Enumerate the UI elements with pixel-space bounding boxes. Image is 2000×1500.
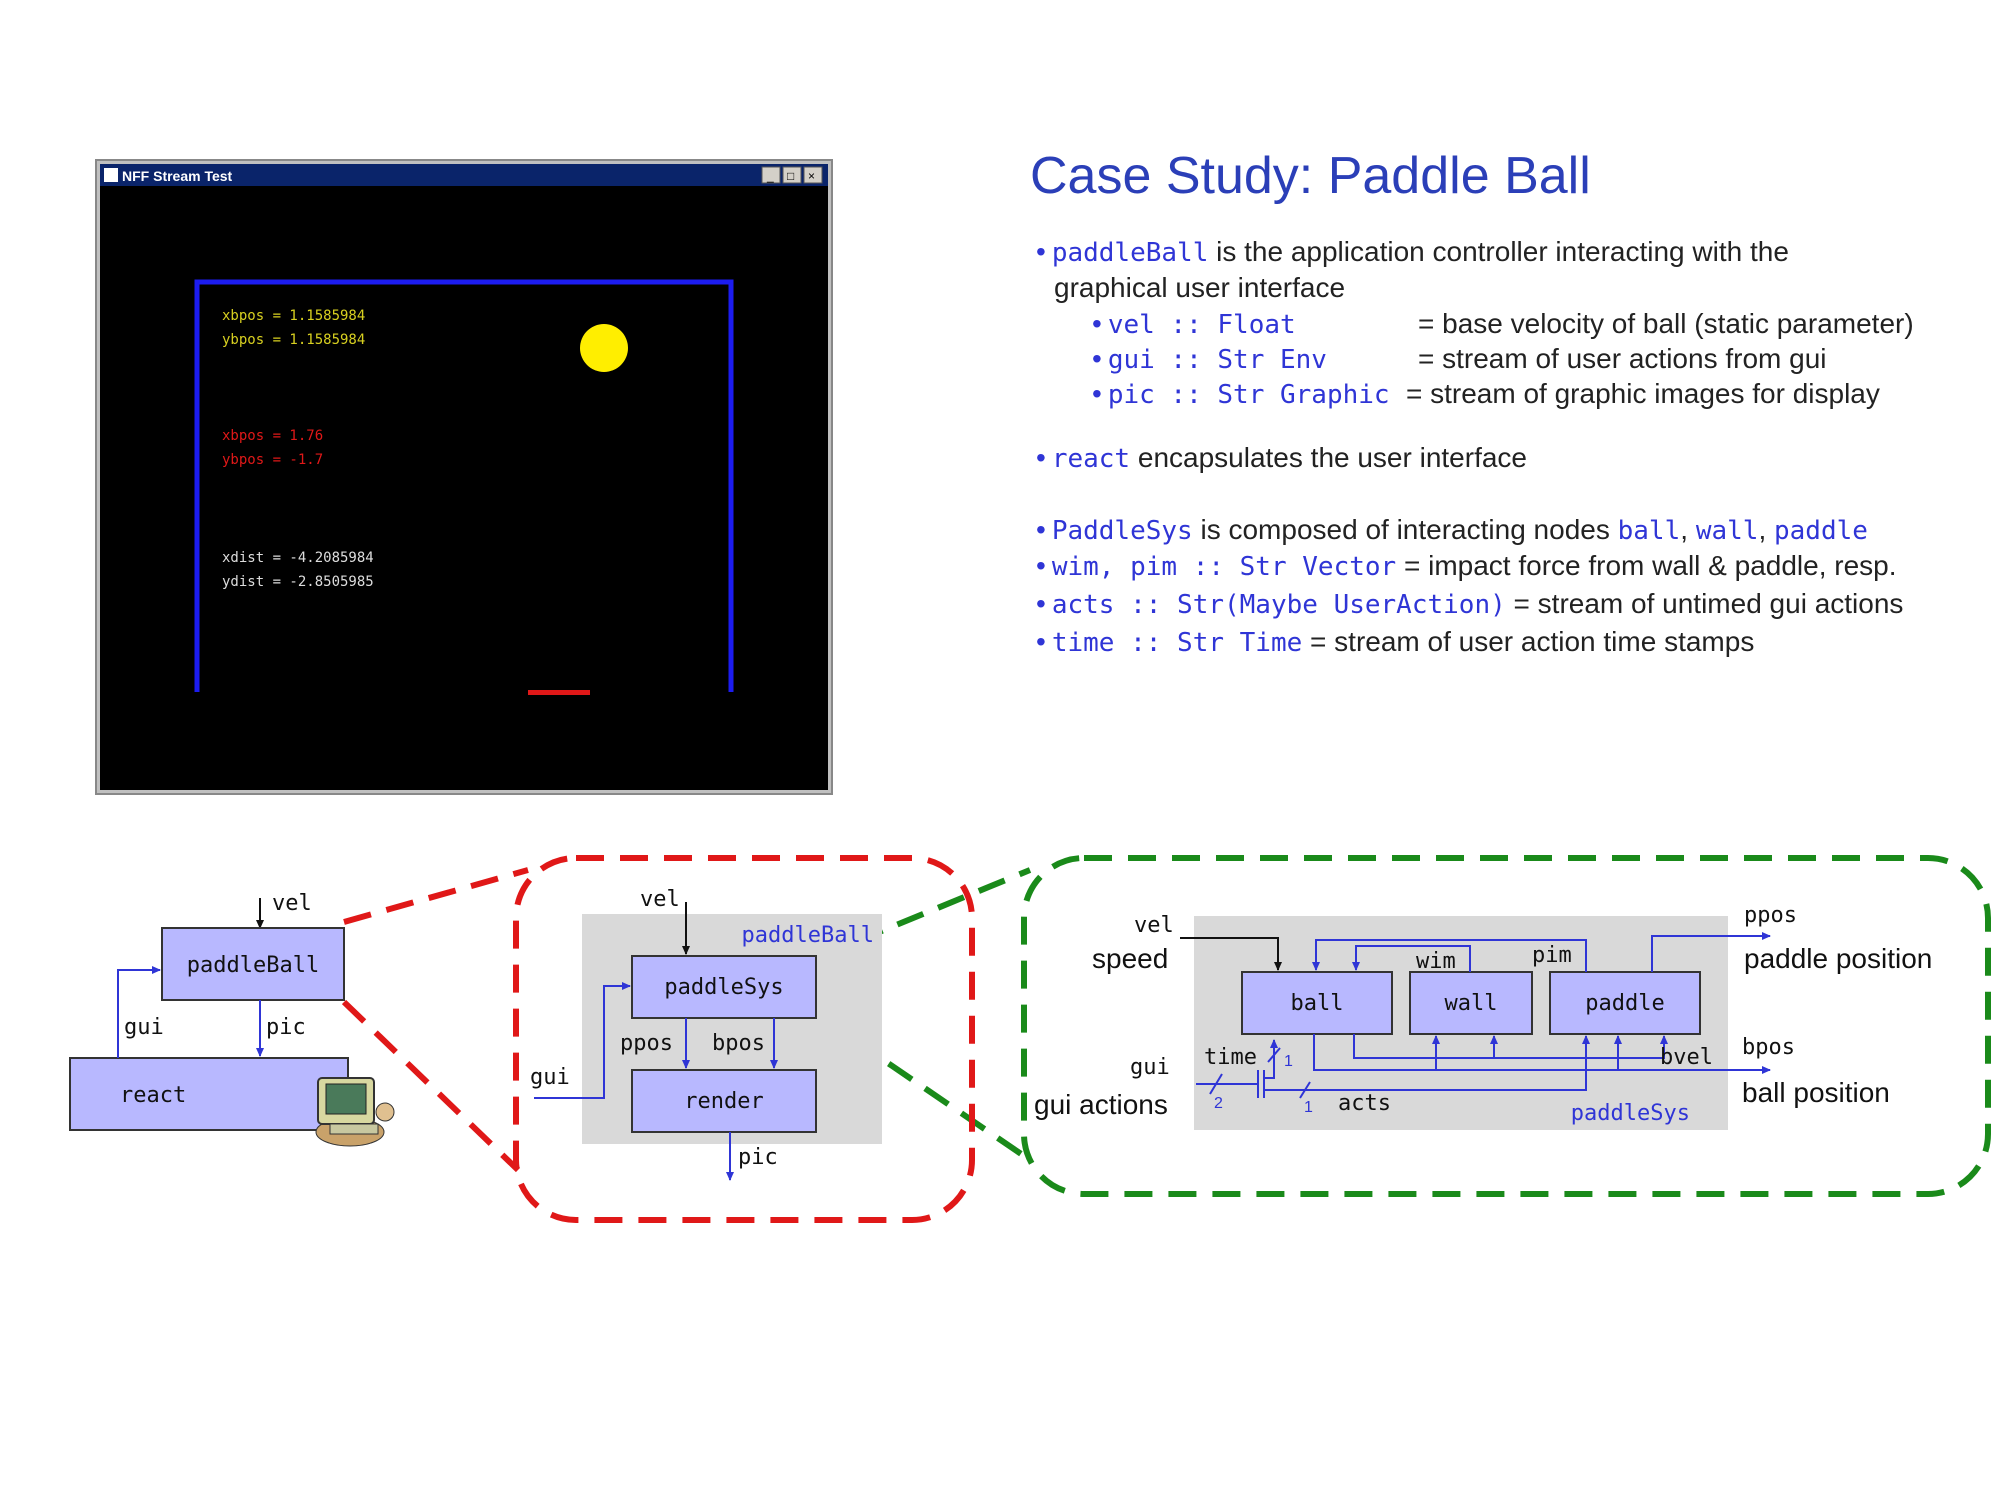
d2-bpos-label: bpos [712, 1031, 765, 1056]
game-canvas [100, 186, 828, 790]
d1-gui-label: gui [124, 1015, 164, 1040]
d2-gui-label: gui [530, 1065, 570, 1090]
wall-label: wall [1445, 991, 1498, 1016]
d3-ppos-label: ppos [1744, 903, 1797, 928]
maximize-icon: □ [787, 169, 794, 183]
readout-r1: xbpos = 1.76 [222, 428, 323, 444]
diagram-paddlesys: paddleSys ball wall paddle vel speed pim… [1024, 858, 1988, 1194]
react-block [70, 1058, 348, 1130]
readout-y1: xbpos = 1.1585984 [222, 308, 365, 324]
d3-paddle-position-label: paddle position [1744, 943, 1932, 974]
d3-ball-position-label: ball position [1742, 1077, 1890, 1108]
paddleball-label: paddleBall [187, 953, 319, 978]
readout-w1: xdist = -4.2085984 [222, 550, 374, 566]
d2-vel-label: vel [640, 887, 680, 912]
readout-r2: ybpos = -1.7 [222, 452, 323, 468]
paddle-label: paddle [1585, 991, 1664, 1016]
diagram-paddleball: paddleBall vel paddleSys render gui ppos… [516, 858, 972, 1220]
readout-w2: ydist = -2.8505985 [222, 574, 374, 590]
game-paddle [528, 690, 590, 695]
minimize-icon: _ [766, 169, 774, 183]
render-label: render [684, 1089, 763, 1114]
d1-vel-label: vel [272, 891, 312, 916]
d3-speed-label: speed [1092, 943, 1168, 974]
d3-sub1b: 1 [1304, 1099, 1313, 1116]
d3-vel-label: vel [1134, 913, 1174, 938]
d2-ppos-label: ppos [620, 1031, 673, 1056]
readout-y2: ybpos = 1.1585984 [222, 332, 365, 348]
d3-gui-label: gui [1130, 1055, 1170, 1080]
paddlesys-label: paddleSys [664, 975, 783, 1000]
window-app-icon [104, 168, 118, 182]
d1-pic-label: pic [266, 1015, 306, 1040]
d3-pim-label: pim [1532, 943, 1572, 968]
d3-time-label: time [1204, 1045, 1257, 1070]
react-label: react [120, 1083, 186, 1108]
computer-user-icon [316, 1078, 394, 1146]
d3-container-label: paddleSys [1571, 1101, 1690, 1126]
game-ball [580, 324, 628, 372]
d3-sub2: 2 [1214, 1095, 1223, 1112]
d3-gui-actions-label: gui actions [1034, 1089, 1168, 1120]
app-window: NFF Stream Test _ □ × xbpos = 1.1585984 … [96, 160, 832, 794]
d2-container-label: paddleBall [742, 923, 874, 948]
d3-bvel-label: bvel [1660, 1045, 1713, 1070]
d3-bpos-label: bpos [1742, 1035, 1795, 1060]
d3-sub1a: 1 [1284, 1053, 1293, 1070]
d3-wim-label: wim [1416, 949, 1456, 974]
d3-acts-label: acts [1338, 1091, 1391, 1116]
d1-gui-arrow [118, 970, 160, 1058]
close-icon: × [808, 169, 815, 183]
d2-pic-label: pic [738, 1145, 778, 1170]
window-title: NFF Stream Test [122, 168, 233, 184]
ball-label: ball [1291, 991, 1344, 1016]
diagram-top-level: vel paddleBall react gui pic [70, 891, 394, 1146]
red-zoom-line-top [344, 870, 528, 922]
